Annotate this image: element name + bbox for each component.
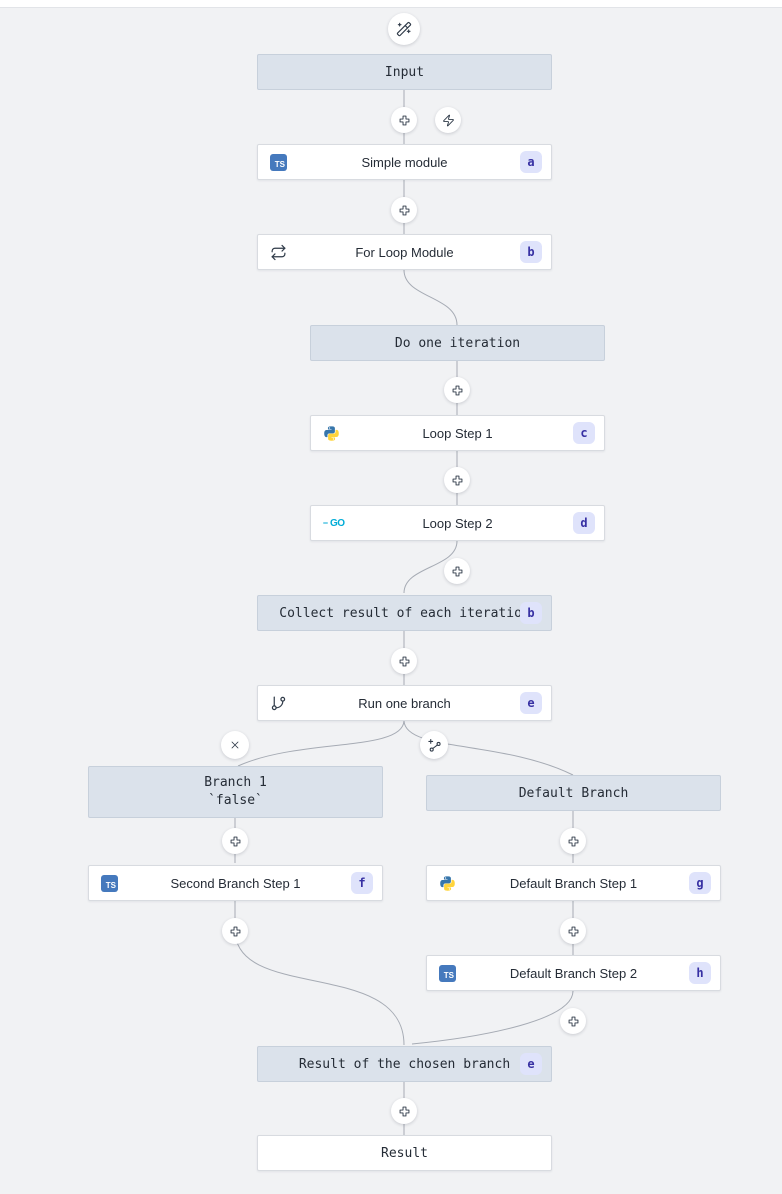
plus-icon bbox=[399, 205, 409, 215]
plus-icon bbox=[399, 1106, 409, 1116]
flow-node-default-branch-step-2[interactable]: TS Default Branch Step 2 h bbox=[426, 955, 721, 991]
typescript-icon: TS bbox=[270, 153, 287, 171]
insert-step-button[interactable] bbox=[391, 197, 417, 223]
node-label: Collect result of each iteration bbox=[279, 605, 530, 621]
node-label: Loop Step 1 bbox=[422, 425, 493, 441]
node-badge: b bbox=[520, 241, 542, 263]
flow-node-default-branch-step-1[interactable]: Default Branch Step 1 g bbox=[426, 865, 721, 901]
node-label: Second Branch Step 1 bbox=[170, 875, 301, 891]
node-badge: a bbox=[520, 151, 542, 173]
node-label: Simple module bbox=[361, 154, 448, 170]
flow-node-default-branch[interactable]: Default Branch bbox=[426, 775, 721, 811]
insert-step-button[interactable] bbox=[391, 648, 417, 674]
flow-node-loop-step-2[interactable]: GO Loop Step 2 d bbox=[310, 505, 605, 541]
add-branch-button[interactable] bbox=[420, 731, 448, 759]
flow-node-branch-result[interactable]: Result of the chosen branch e bbox=[257, 1046, 552, 1082]
insert-step-button[interactable] bbox=[391, 107, 417, 133]
node-badge: e bbox=[520, 692, 542, 714]
repeat-icon bbox=[271, 244, 286, 260]
x-icon bbox=[231, 741, 239, 749]
insert-step-button[interactable] bbox=[222, 828, 248, 854]
plus-icon bbox=[452, 566, 462, 576]
plus-icon bbox=[399, 115, 409, 125]
plus-icon bbox=[568, 836, 578, 846]
insert-step-button[interactable] bbox=[222, 918, 248, 944]
node-label: Result of the chosen branch bbox=[298, 1056, 511, 1072]
flow-node-branch-1[interactable]: Branch 1 `false` bbox=[88, 766, 383, 818]
flow-node-loop-step-1[interactable]: Loop Step 1 c bbox=[310, 415, 605, 451]
node-badge: b bbox=[520, 602, 542, 624]
node-label: Run one branch bbox=[358, 695, 451, 711]
node-badge: e bbox=[520, 1053, 542, 1075]
insert-step-button[interactable] bbox=[560, 918, 586, 944]
plus-icon bbox=[399, 656, 409, 666]
branch-condition: `false` bbox=[208, 793, 263, 808]
plus-icon bbox=[568, 926, 578, 936]
node-badge: f bbox=[351, 872, 373, 894]
plus-icon bbox=[452, 385, 462, 395]
insert-step-button[interactable] bbox=[391, 1098, 417, 1124]
insert-step-button[interactable] bbox=[560, 1008, 586, 1034]
flow-node-do-one-iteration[interactable]: Do one iteration bbox=[310, 325, 605, 361]
plus-icon bbox=[230, 836, 240, 846]
go-icon: GO bbox=[323, 518, 345, 529]
node-badge: d bbox=[573, 512, 595, 534]
git-branch-icon bbox=[271, 696, 286, 710]
flow-node-second-branch-step-1[interactable]: TS Second Branch Step 1 f bbox=[88, 865, 383, 901]
branch-plus-icon bbox=[427, 738, 441, 752]
node-badge: g bbox=[689, 872, 711, 894]
node-label: Default Branch Step 2 bbox=[509, 965, 638, 981]
magic-wand-icon bbox=[396, 21, 412, 37]
bolt-icon bbox=[442, 114, 454, 126]
plus-icon bbox=[230, 926, 240, 936]
insert-step-button[interactable] bbox=[444, 377, 470, 403]
typescript-icon: TS bbox=[101, 874, 118, 892]
branch-label: Default Branch bbox=[518, 785, 629, 801]
branch-label: Branch 1 bbox=[204, 775, 267, 790]
top-panel-edge bbox=[0, 0, 782, 8]
insert-step-button[interactable] bbox=[560, 828, 586, 854]
node-label: Input bbox=[384, 64, 425, 80]
node-badge: c bbox=[573, 422, 595, 444]
plus-icon bbox=[452, 475, 462, 485]
node-label: Result bbox=[381, 1145, 428, 1161]
trigger-button[interactable] bbox=[435, 107, 461, 133]
node-label: Loop Step 2 bbox=[422, 515, 493, 531]
python-icon bbox=[440, 875, 455, 891]
plus-icon bbox=[568, 1016, 578, 1026]
node-label: For Loop Module bbox=[355, 244, 454, 260]
remove-branch-button[interactable] bbox=[221, 731, 249, 759]
flow-node-input[interactable]: Input bbox=[257, 54, 552, 90]
flow-node-result[interactable]: Result bbox=[257, 1135, 552, 1171]
flow-node-simple-module[interactable]: TS Simple module a bbox=[257, 144, 552, 180]
insert-step-button[interactable] bbox=[444, 558, 470, 584]
python-icon bbox=[324, 425, 339, 441]
flow-node-collect-result[interactable]: Collect result of each iteration b bbox=[257, 595, 552, 631]
flow-node-for-loop-module[interactable]: For Loop Module b bbox=[257, 234, 552, 270]
typescript-icon: TS bbox=[439, 964, 456, 982]
insert-step-button[interactable] bbox=[444, 467, 470, 493]
node-label: Do one iteration bbox=[394, 335, 521, 351]
flow-node-run-one-branch[interactable]: Run one branch e bbox=[257, 685, 552, 721]
node-badge: h bbox=[689, 962, 711, 984]
node-label: Default Branch Step 1 bbox=[509, 875, 638, 891]
ai-flow-builder-button[interactable] bbox=[388, 13, 420, 45]
